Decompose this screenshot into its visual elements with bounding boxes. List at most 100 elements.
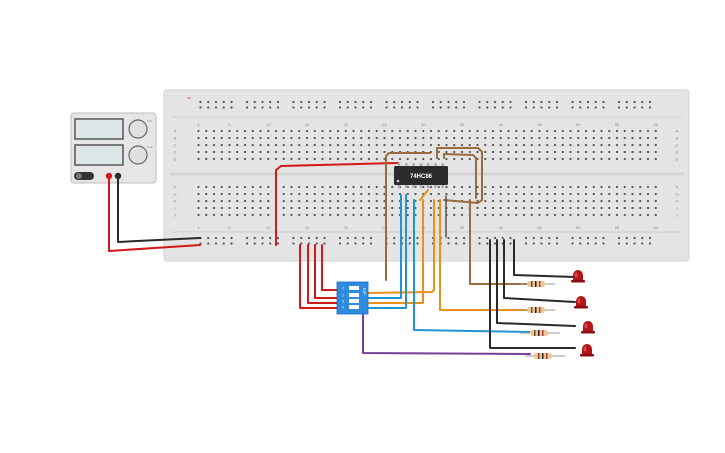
- terminal-hole[interactable]: [429, 136, 433, 140]
- rail-hole[interactable]: [524, 100, 528, 104]
- terminal-hole[interactable]: [205, 213, 208, 217]
- terminal-hole[interactable]: [367, 213, 371, 217]
- terminal-hole[interactable]: [437, 192, 440, 196]
- terminal-hole[interactable]: [259, 136, 262, 140]
- terminal-hole[interactable]: [584, 143, 588, 147]
- rail-hole[interactable]: [586, 106, 590, 109]
- terminal-hole[interactable]: [499, 143, 502, 147]
- terminal-hole[interactable]: [608, 143, 611, 147]
- terminal-hole[interactable]: [228, 136, 231, 140]
- terminal-hole[interactable]: [484, 206, 487, 210]
- terminal-hole[interactable]: [305, 206, 309, 210]
- wire-brown-inner[interactable]: [443, 153, 477, 199]
- terminal-hole[interactable]: [360, 199, 363, 203]
- terminal-hole[interactable]: [623, 185, 626, 189]
- rail-hole[interactable]: [207, 236, 210, 240]
- terminal-hole[interactable]: [305, 150, 309, 154]
- terminal-hole[interactable]: [391, 192, 394, 196]
- rail-hole[interactable]: [478, 242, 481, 245]
- terminal-hole[interactable]: [615, 185, 619, 189]
- terminal-hole[interactable]: [530, 157, 533, 161]
- rail-hole[interactable]: [493, 106, 497, 109]
- rail-hole[interactable]: [346, 100, 349, 104]
- terminal-hole[interactable]: [569, 157, 572, 161]
- terminal-hole[interactable]: [367, 136, 371, 140]
- rail-hole[interactable]: [524, 106, 528, 109]
- terminal-hole[interactable]: [391, 206, 394, 210]
- wire-orange-3[interactable]: [439, 199, 531, 311]
- terminal-hole[interactable]: [305, 136, 309, 140]
- rail-hole[interactable]: [594, 242, 597, 245]
- wire-orange-diag[interactable]: [419, 189, 429, 201]
- terminal-hole[interactable]: [515, 206, 518, 210]
- terminal-hole[interactable]: [282, 192, 285, 196]
- terminal-hole[interactable]: [515, 129, 518, 133]
- wire-red-sw4[interactable]: [321, 244, 340, 291]
- terminal-hole[interactable]: [305, 185, 309, 189]
- terminal-hole[interactable]: [522, 185, 526, 189]
- terminal-hole[interactable]: [538, 136, 541, 140]
- resistor-2[interactable]: [520, 307, 555, 313]
- terminal-hole[interactable]: [298, 150, 301, 154]
- rail-hole[interactable]: [300, 106, 303, 109]
- dip-toggle-2[interactable]: [349, 293, 359, 297]
- terminal-hole[interactable]: [336, 206, 340, 210]
- terminal-hole[interactable]: [290, 213, 293, 217]
- terminal-hole[interactable]: [205, 185, 208, 189]
- terminal-hole[interactable]: [360, 129, 363, 133]
- terminal-hole[interactable]: [499, 192, 502, 196]
- terminal-hole[interactable]: [654, 213, 657, 217]
- terminal-hole[interactable]: [228, 199, 231, 203]
- terminal-hole[interactable]: [507, 143, 510, 147]
- rail-hole[interactable]: [594, 106, 597, 109]
- rail-hole[interactable]: [269, 242, 272, 245]
- terminal-hole[interactable]: [336, 192, 340, 196]
- rail-hole[interactable]: [369, 100, 373, 104]
- terminal-hole[interactable]: [274, 136, 278, 140]
- terminal-hole[interactable]: [197, 199, 200, 203]
- terminal-hole[interactable]: [491, 206, 495, 210]
- terminal-hole[interactable]: [329, 129, 332, 133]
- terminal-hole[interactable]: [398, 129, 402, 133]
- terminal-hole[interactable]: [375, 143, 378, 147]
- terminal-hole[interactable]: [437, 185, 440, 189]
- terminal-hole[interactable]: [197, 136, 200, 140]
- terminal-hole[interactable]: [360, 150, 363, 154]
- rail-hole[interactable]: [276, 242, 280, 245]
- rail-hole[interactable]: [462, 100, 466, 104]
- rail-hole[interactable]: [292, 236, 295, 240]
- terminal-hole[interactable]: [608, 199, 611, 203]
- terminal-hole[interactable]: [383, 150, 386, 154]
- terminal-hole[interactable]: [600, 129, 603, 133]
- wire-blue-1[interactable]: [365, 194, 402, 299]
- terminal-hole[interactable]: [391, 129, 394, 133]
- terminal-hole[interactable]: [375, 213, 378, 217]
- terminal-hole[interactable]: [375, 199, 378, 203]
- terminal-hole[interactable]: [352, 185, 355, 189]
- terminal-hole[interactable]: [336, 143, 340, 147]
- terminal-hole[interactable]: [615, 192, 619, 196]
- terminal-hole[interactable]: [406, 213, 409, 217]
- terminal-hole[interactable]: [259, 213, 262, 217]
- rail-hole[interactable]: [447, 236, 450, 240]
- rail-hole[interactable]: [207, 242, 210, 245]
- terminal-hole[interactable]: [468, 185, 471, 189]
- terminal-hole[interactable]: [205, 199, 208, 203]
- terminal-hole[interactable]: [445, 157, 448, 161]
- rail-hole[interactable]: [253, 100, 256, 104]
- terminal-hole[interactable]: [530, 199, 533, 203]
- rail-hole[interactable]: [245, 100, 249, 104]
- terminal-hole[interactable]: [561, 157, 564, 161]
- rail-hole[interactable]: [307, 236, 311, 240]
- terminal-hole[interactable]: [507, 150, 510, 154]
- terminal-hole[interactable]: [453, 136, 456, 140]
- terminal-hole[interactable]: [623, 192, 626, 196]
- terminal-hole[interactable]: [236, 192, 239, 196]
- terminal-hole[interactable]: [259, 199, 262, 203]
- rail-hole[interactable]: [207, 106, 210, 109]
- terminal-hole[interactable]: [569, 185, 572, 189]
- terminal-hole[interactable]: [546, 206, 549, 210]
- terminal-hole[interactable]: [553, 206, 557, 210]
- terminal-hole[interactable]: [584, 157, 588, 161]
